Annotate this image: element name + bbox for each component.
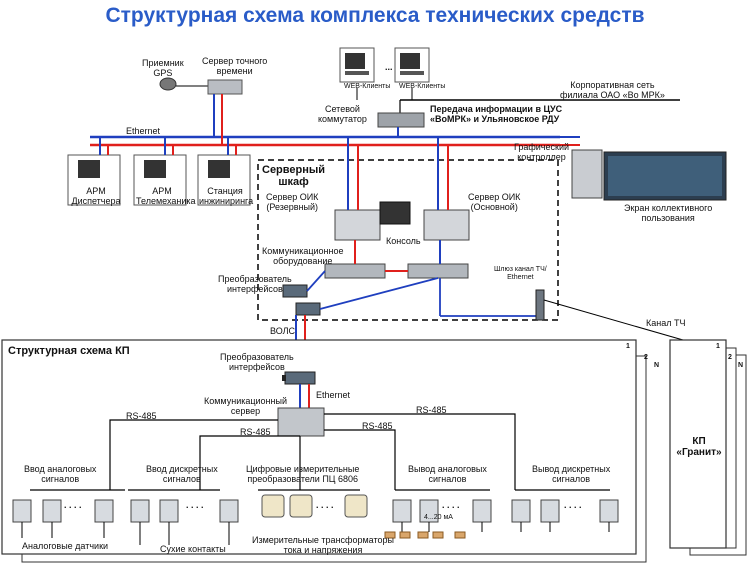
rs485-label-4: RS-485 [362, 421, 393, 431]
server-cabinet-frame [257, 159, 559, 321]
digital-meter-icon [261, 494, 368, 518]
digital-meters-dots: . . . . [316, 500, 334, 510]
gps-label: Приемник GPS [142, 58, 184, 78]
console-icon [379, 201, 411, 225]
ethernet-label: Ethernet [126, 126, 161, 136]
kp-title: Структурная схема КП [8, 345, 130, 357]
analog-in-label: Ввод аналоговых сигналов [24, 464, 97, 484]
wall-screen-label: Экран коллективного пользования [624, 203, 713, 223]
discrete-in-dots: . . . . [186, 500, 204, 510]
web-client-label-1: WEB-Клиенты [344, 83, 391, 90]
diagram-title: Структурная схема комплекса технических … [105, 4, 645, 27]
gps-icon [159, 77, 177, 91]
comm-equipment-label: Коммуникационное оборудование [262, 246, 344, 266]
corp-network-label: Корпоративная сеть филиала ОАО «Во МРК» [560, 80, 665, 100]
gateway-icon [535, 289, 545, 321]
rs485-label-3: RS-485 [240, 427, 271, 437]
web-client-dots: ... [385, 62, 393, 72]
web-client-label-2: WEB-Клиенты [399, 83, 446, 90]
main-server-label: Сервер ОИК (Основной) [468, 192, 521, 212]
analog-sensors-label: Аналоговые датчики [22, 541, 109, 551]
gateway-label: Шлюз канал ТЧ/ Ethernet [494, 266, 547, 281]
dispatcher-label: АРМ Диспетчера [71, 186, 121, 206]
ethernet-bus [90, 135, 560, 147]
kp-converter-icon [282, 371, 316, 385]
kp-ethernet-label: Ethernet [316, 390, 351, 400]
transformers-label: Измерительные трансформаторы тока и напр… [252, 535, 394, 555]
workstation-icon [67, 154, 251, 206]
web-client-icon [339, 47, 430, 83]
kp-sheet-2: 2 [644, 354, 648, 361]
switch-label: Сетевой коммутатор [318, 104, 367, 124]
rs485-lines [30, 413, 610, 491]
cabinet-converter-label: Преобразователь интерфейсов [218, 274, 292, 294]
server-icon [334, 209, 470, 241]
graphics-controller-label: Графический контроллер [514, 142, 569, 162]
engineering-label: Станция инжиниринга [199, 186, 254, 206]
discrete-in-label: Ввод дискретных сигналов [146, 464, 218, 484]
comm-server-icon [277, 407, 325, 437]
analog-out-dots: . . . . [442, 500, 460, 510]
output-device-icon [384, 531, 466, 539]
kp-sheet-1: 1 [626, 343, 630, 350]
channel-tch-label: Канал ТЧ [646, 318, 686, 328]
kp-converter-label: Преобразователь интерфейсов [220, 352, 294, 372]
console-label: Консоль [386, 236, 421, 246]
granit-sheet-stack [669, 339, 747, 556]
comm-equipment-icon [324, 263, 469, 279]
dry-contacts-label: Сухие контакты [160, 544, 226, 554]
discrete-out-dots: . . . . [564, 500, 582, 510]
rs485-label-2: RS-485 [416, 405, 447, 415]
granit-title: КП «Гранит» [676, 436, 722, 458]
sensor-row [21, 522, 610, 545]
digital-meters-label: Цифровые измерительные преобразователи П… [246, 464, 360, 484]
converter-icon [282, 284, 321, 316]
transfer-label: Передача информации в ЦУС «ВоМРК» и Улья… [430, 104, 563, 124]
vols-label: ВОЛС [270, 326, 296, 336]
granit-sheet-2: 2 [728, 354, 732, 361]
analog-out-label: Вывод аналоговых сигналов [408, 464, 487, 484]
rs485-label-1: RS-485 [126, 411, 157, 421]
granit-sheet-1: 1 [716, 343, 720, 350]
reserve-server-label: Сервер ОИК (Резервный) [266, 192, 319, 212]
granit-sheet-n: N [738, 362, 744, 369]
kp-sheet-n: N [654, 362, 660, 369]
wall-screen-icon [603, 151, 727, 201]
analog-in-dots: . . . . [64, 500, 82, 510]
graphics-controller-icon [571, 149, 603, 199]
time-server-label: Сервер точного времени [202, 56, 268, 76]
kp-sheet-stack [1, 339, 647, 563]
comm-server-label: Коммуникационный сервер [204, 396, 287, 416]
time-server-icon [207, 79, 243, 95]
server-cabinet-title: Серверный шкаф [262, 164, 326, 188]
telemech-label: АРМ Телемеханика [136, 186, 196, 206]
network-switch-icon [377, 112, 425, 128]
discrete-out-label: Вывод дискретных сигналов [532, 464, 611, 484]
ma-label: 4...20 мА [424, 514, 453, 521]
io-module-icon [12, 499, 619, 523]
